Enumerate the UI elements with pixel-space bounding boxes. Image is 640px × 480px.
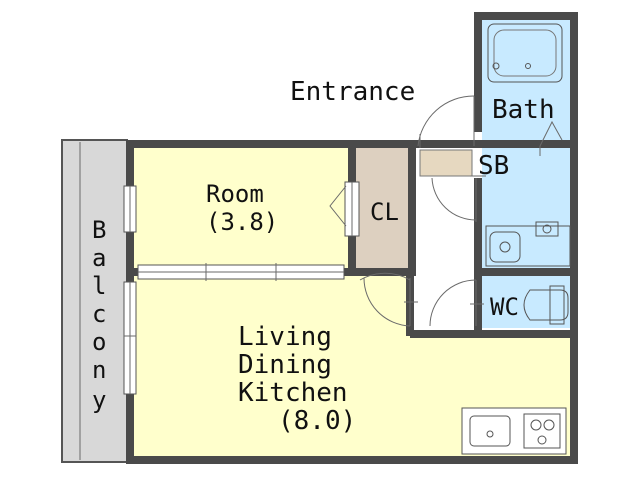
wall-bottom: [126, 456, 578, 464]
wall-ldk-top-notch: [410, 330, 578, 338]
bath-faucet-icon: [492, 62, 500, 70]
washing-machine-spot: [535, 221, 559, 237]
ldk-label-line1: Living: [238, 322, 332, 352]
kitchen-counter: [461, 407, 567, 455]
closet-floor: [356, 148, 412, 270]
wall-entrance-top: [418, 140, 474, 148]
wall-right-ldk: [570, 330, 578, 464]
kitchen-sink: [469, 415, 511, 447]
wall-washroom-bottom: [474, 268, 578, 276]
balcony-letter: c: [92, 300, 106, 328]
ldk-size-label: (8.0): [278, 406, 356, 436]
balcony-letter: a: [92, 244, 106, 272]
stove-burner-icon: [530, 419, 542, 431]
wall-bath-bottom: [474, 140, 578, 148]
balcony-letter: n: [92, 356, 106, 384]
wall-wet-top: [474, 12, 578, 20]
wall-closet-entry: [408, 140, 416, 276]
washbasin: [485, 225, 571, 267]
sb-label: SB: [478, 151, 509, 181]
balcony-letter: B: [92, 216, 106, 244]
wc-floor: [482, 276, 572, 328]
bath-floor: [482, 18, 572, 142]
balcony-letter: o: [92, 328, 106, 356]
wall-wet-right: [570, 12, 578, 338]
ldk-label-line3: Kitchen: [238, 378, 348, 408]
wall-wc-left: [474, 276, 482, 336]
balcony-letter: l: [92, 272, 106, 300]
room-floor: [132, 148, 350, 270]
stove: [523, 413, 561, 449]
washroom-floor: [482, 148, 572, 268]
bath-label: Bath: [492, 95, 555, 125]
wc-label: WC: [490, 293, 519, 321]
balcony-letter: y: [92, 386, 106, 414]
bathtub: [487, 23, 563, 83]
ldk-label-line2: Dining: [238, 350, 332, 380]
washbasin-drain-icon: [499, 241, 511, 253]
wall-wet-left-mid: [474, 178, 482, 274]
entrance-label: Entrance: [290, 77, 415, 107]
wc-door-swing: [429, 279, 477, 327]
entrance-door-swing: [417, 95, 475, 147]
ldk-door-swing: [359, 272, 411, 281]
shoe-box: [419, 149, 473, 177]
bath-door: [539, 120, 563, 147]
balcony-area: [61, 139, 128, 463]
toilet: [523, 289, 569, 321]
closet-door-mark: [329, 185, 347, 227]
wall-wet-left-top: [474, 12, 482, 132]
room-label: Room: [206, 180, 264, 208]
wall-top-left: [126, 140, 418, 148]
room-size-label: (3.8): [206, 208, 278, 236]
washroom-door-swing: [431, 177, 477, 221]
closet-label: CL: [370, 198, 399, 226]
